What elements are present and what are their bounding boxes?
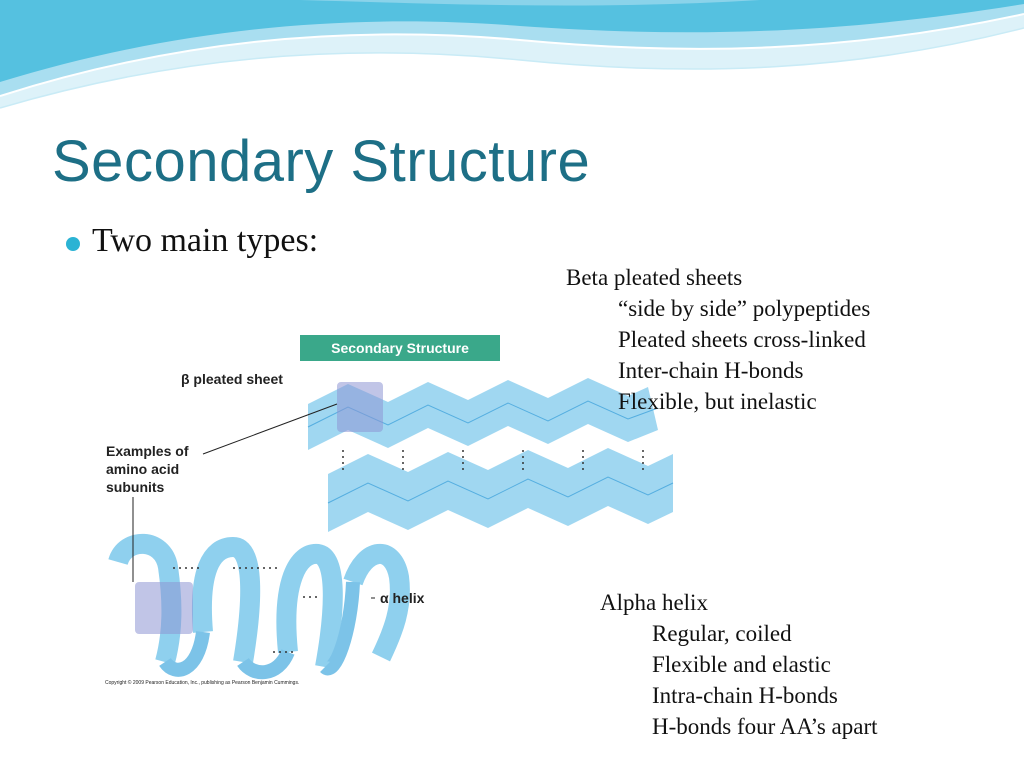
- beta-item-2: Pleated sheets cross-linked: [618, 327, 866, 352]
- beta-h-bonds: [342, 450, 644, 472]
- header-wave-decoration: [0, 0, 1024, 109]
- secondary-structure-figure: Secondary Structure: [103, 332, 678, 690]
- beta-sheet-text-block: Beta pleated sheets “side by side” polyp…: [566, 262, 870, 417]
- bullet-text: Two main types:: [92, 222, 319, 259]
- examples-label-line-3: subunits: [106, 479, 165, 495]
- beta-item-3: Inter-chain H-bonds: [618, 358, 804, 383]
- figure-banner: [300, 335, 500, 361]
- beta-sheet-ribbon-lower: [328, 448, 673, 532]
- slide-title: Secondary Structure: [52, 129, 591, 194]
- alpha-heading: Alpha helix: [600, 590, 708, 615]
- alpha-item-4: H-bonds four AA’s apart: [652, 714, 878, 739]
- alpha-item-2: Flexible and elastic: [652, 652, 831, 677]
- beta-sheet-ribbon-upper: [308, 378, 658, 450]
- alpha-helix-label: α helix: [380, 590, 425, 606]
- examples-leader-line-sheet: [202, 403, 338, 455]
- alpha-item-3: Intra-chain H-bonds: [652, 683, 838, 708]
- beta-item-4: Flexible, but inelastic: [618, 389, 817, 414]
- sheet-highlight-box: [337, 382, 383, 432]
- figure-copyright: Copyright © 2009 Pearson Education, Inc.…: [105, 679, 299, 686]
- bullet-dot: [66, 237, 80, 251]
- beta-heading: Beta pleated sheets: [566, 265, 743, 290]
- beta-item-1: “side by side” polypeptides: [618, 296, 871, 321]
- examples-label-line-2: amino acid: [106, 461, 179, 477]
- figure-banner-text: Secondary Structure: [331, 340, 469, 356]
- figure-illustration: Secondary Structure: [105, 335, 674, 686]
- examples-label-line-1: Examples of: [106, 443, 189, 459]
- alpha-helix-text-block: Alpha helix Regular, coiled Flexible and…: [600, 587, 878, 742]
- alpha-helix-ribbon: [108, 533, 410, 680]
- beta-sheet-label: β pleated sheet: [181, 371, 283, 387]
- alpha-item-1: Regular, coiled: [652, 621, 792, 646]
- helix-highlight-box: [135, 582, 193, 634]
- helix-h-bonds: [173, 567, 318, 653]
